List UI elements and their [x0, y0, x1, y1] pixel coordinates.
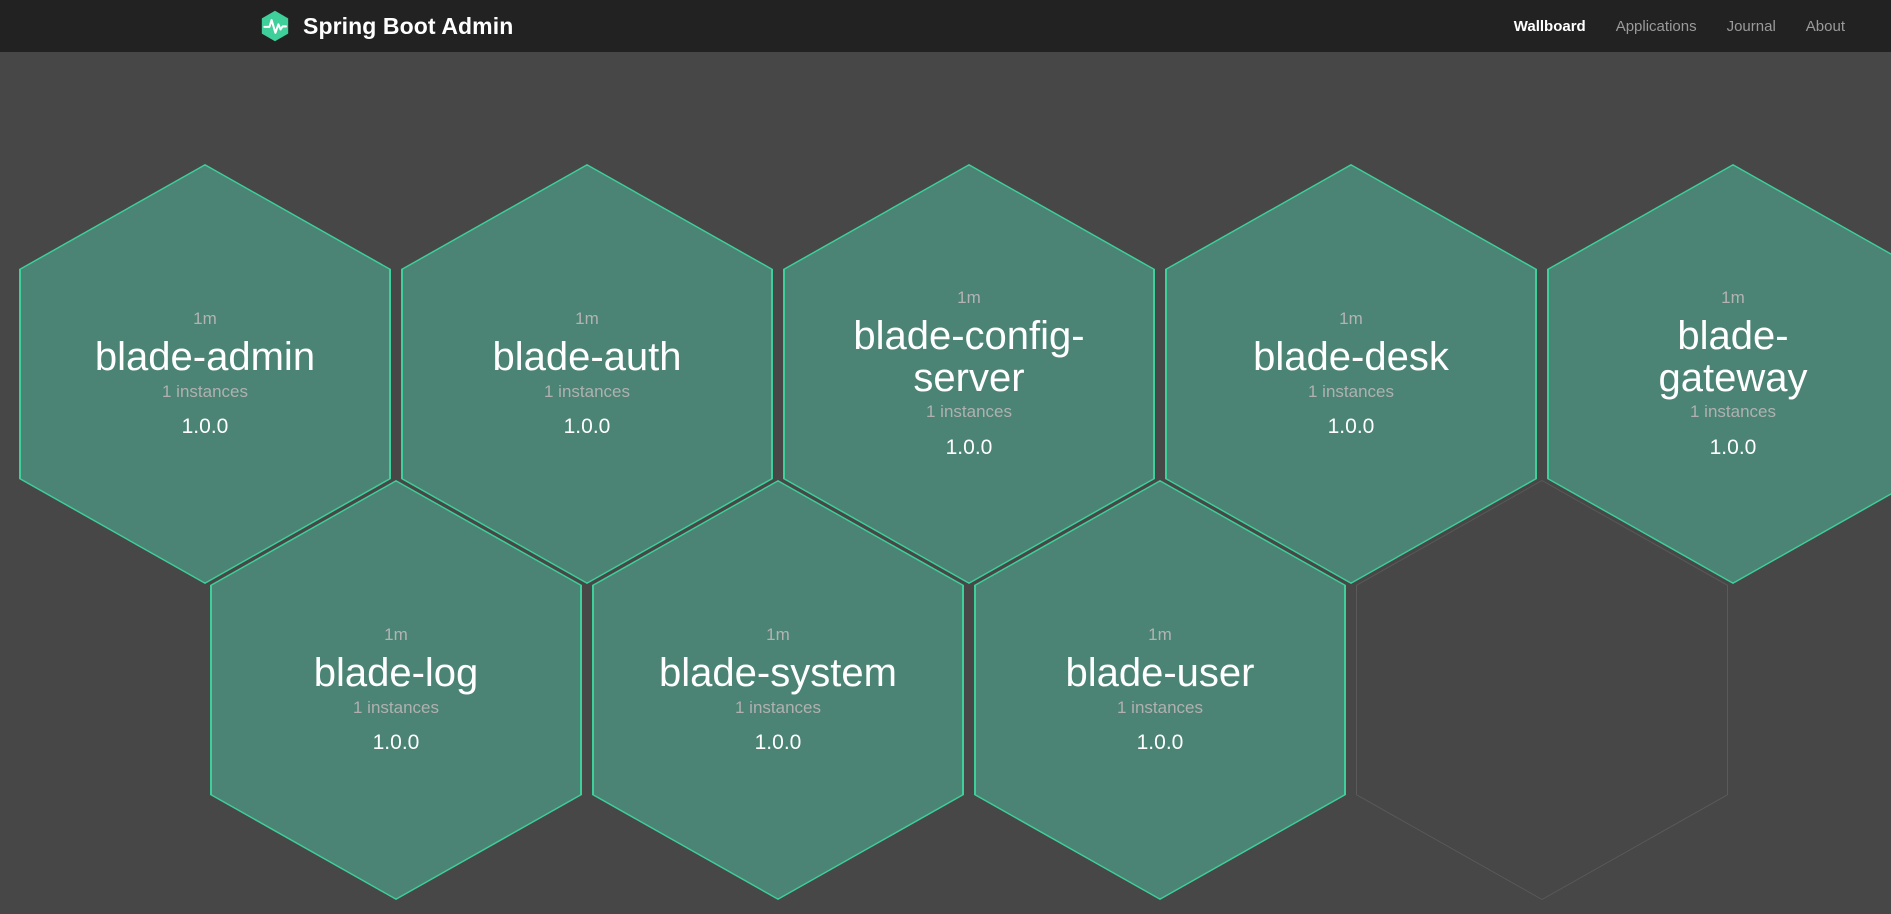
- application-instance-count: 1 instances: [352, 697, 439, 717]
- application-name: blade-admin: [94, 335, 316, 380]
- nav-link-journal[interactable]: Journal: [1726, 17, 1776, 35]
- nav-link-applications[interactable]: Applications: [1615, 17, 1697, 35]
- nav-link-wallboard[interactable]: Wallboard: [1513, 17, 1586, 35]
- application-name: blade-desk: [1253, 335, 1449, 380]
- application-uptime: 1m: [1148, 624, 1172, 644]
- application-uptime: 1m: [384, 624, 408, 644]
- application-version: 1.0.0: [1136, 731, 1184, 755]
- application-instance-count: 1 instances: [1116, 697, 1203, 717]
- application-version: 1.0.0: [563, 415, 611, 439]
- application-version: 1.0.0: [1327, 415, 1375, 439]
- application-uptime: 1m: [1721, 287, 1745, 307]
- application-uptime: 1m: [575, 308, 599, 328]
- nav-link-about[interactable]: About: [1805, 17, 1845, 35]
- application-instance-count: 1 instances: [161, 381, 248, 401]
- application-version: 1.0.0: [372, 731, 420, 755]
- application-name: blade-gateway: [1658, 314, 1808, 400]
- application-version: 1.0.0: [754, 731, 802, 755]
- application-instance-count: 1 instances: [1307, 381, 1394, 401]
- application-instance-count: 1 instances: [734, 697, 821, 717]
- application-name: blade-user: [1065, 651, 1255, 696]
- application-name: blade-log: [313, 651, 479, 696]
- application-name: blade-auth: [492, 335, 682, 380]
- application-uptime: 1m: [957, 287, 981, 307]
- brand-link[interactable]: Spring Boot Admin: [258, 9, 513, 43]
- application-name: blade-system: [659, 651, 897, 696]
- application-name: blade-config-server: [853, 314, 1085, 400]
- application-instance-count: 1 instances: [925, 402, 1012, 422]
- application-instance-count: 1 instances: [543, 381, 630, 401]
- hexagon-pulse-icon: [261, 10, 289, 42]
- top-navbar: Spring Boot Admin Wallboard Applications…: [0, 0, 1891, 52]
- application-uptime: 1m: [766, 624, 790, 644]
- application-uptime: 1m: [193, 308, 217, 328]
- application-version: 1.0.0: [945, 435, 993, 459]
- application-version: 1.0.0: [1709, 435, 1757, 459]
- application-uptime: 1m: [1339, 308, 1363, 328]
- application-instance-count: 1 instances: [1689, 402, 1776, 422]
- brand-title: Spring Boot Admin: [303, 12, 514, 39]
- application-version: 1.0.0: [181, 415, 229, 439]
- empty-hexagon-slot: [1356, 480, 1728, 900]
- main-navigation: Wallboard Applications Journal About: [1514, 19, 1845, 34]
